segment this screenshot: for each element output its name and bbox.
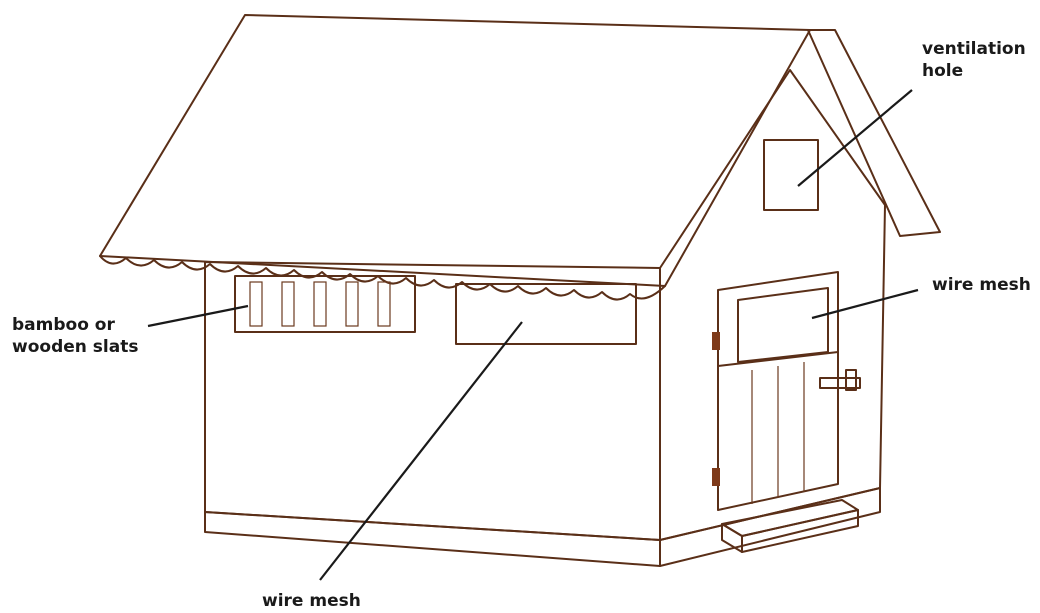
leader-wire-mesh-front	[320, 322, 522, 580]
front-wall	[205, 262, 660, 540]
door-step	[722, 500, 858, 552]
door	[712, 272, 860, 510]
tiled-roof	[100, 15, 810, 300]
label-slats-line2: wooden slats	[12, 337, 138, 357]
slat-window	[235, 276, 415, 332]
label-wire-mesh-front: wire mesh	[262, 591, 361, 611]
roof-gable-trim	[808, 30, 940, 236]
label-ventilation-line1: ventilation	[922, 39, 1026, 59]
leader-slats	[148, 306, 248, 326]
label-wire-mesh-door: wire mesh	[932, 275, 1031, 295]
label-slats-line1: bamboo or	[12, 315, 115, 335]
front-mesh-window	[456, 284, 636, 344]
label-ventilation-line2: hole	[922, 61, 963, 81]
